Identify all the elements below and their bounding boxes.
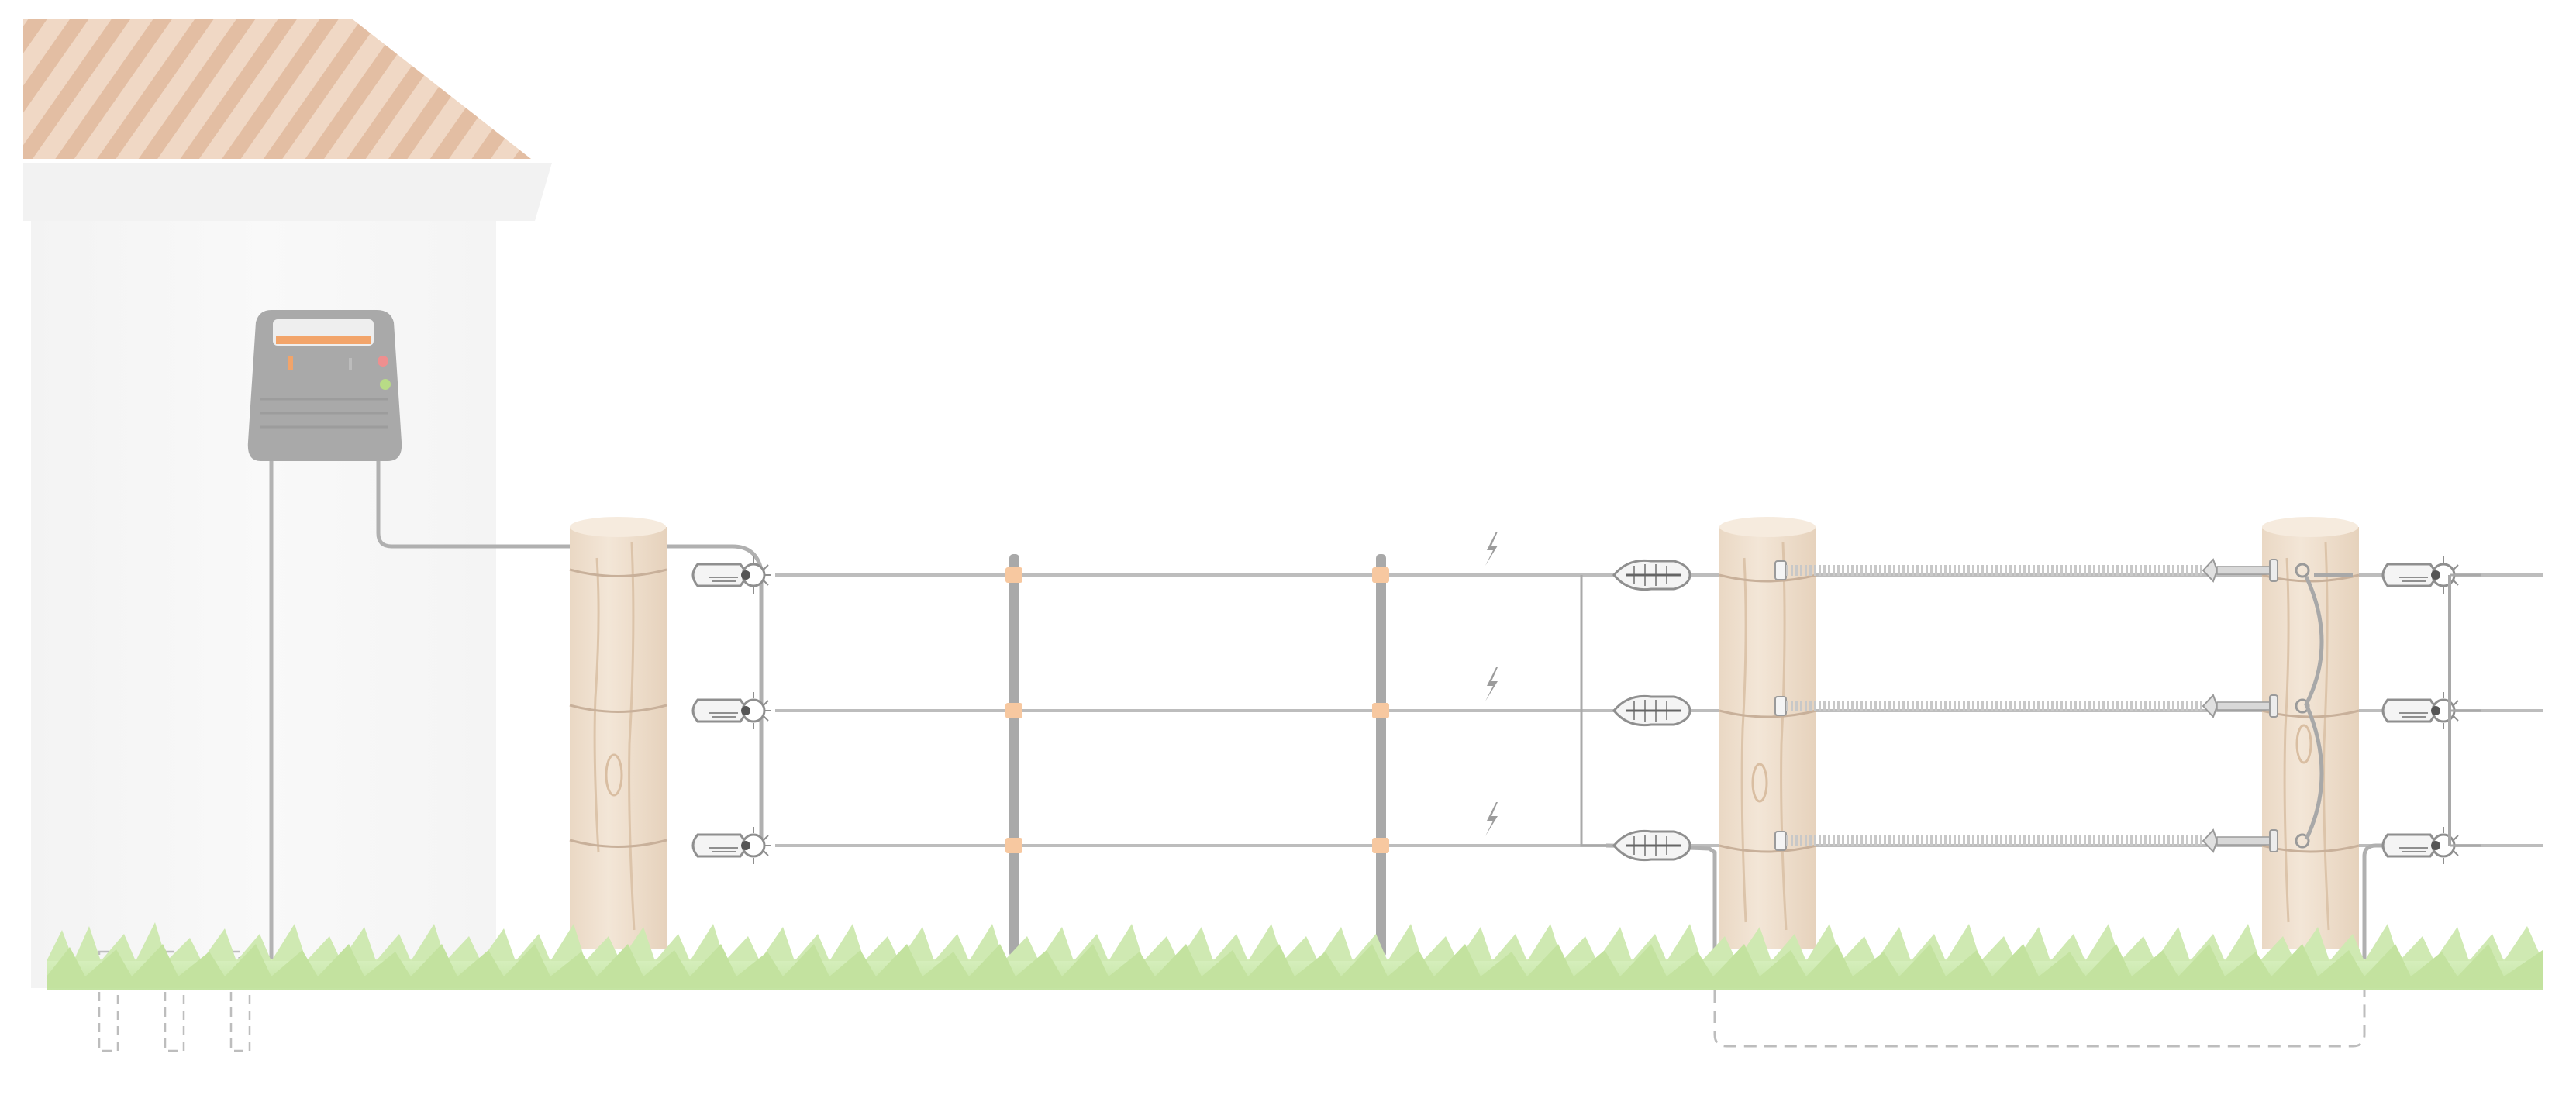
step-in-post	[1005, 554, 1022, 957]
gate-spring	[1774, 828, 2310, 853]
ground-rod	[98, 950, 119, 1052]
strain-insulator	[691, 692, 771, 729]
energizer	[247, 310, 402, 461]
lightning-icon	[1485, 802, 1498, 836]
inline-insulators	[1612, 559, 1691, 862]
gate-post	[2261, 517, 2360, 949]
strain-insulators-post-1	[691, 556, 771, 864]
strain-insulator	[2381, 827, 2461, 864]
gate-post	[1719, 517, 1817, 949]
lightning-icon	[1485, 532, 1498, 566]
strain-insulator	[691, 556, 771, 594]
ground-rod	[229, 950, 251, 1052]
energizer-display	[276, 336, 371, 344]
inline-insulator	[1612, 559, 1691, 591]
lead-out-wire	[376, 461, 764, 847]
roof	[23, 19, 531, 159]
lightning-icon	[1485, 667, 1498, 701]
jumper-wire	[1580, 575, 1612, 847]
gate-spring	[1774, 694, 2310, 718]
inline-insulator	[1612, 694, 1691, 727]
grass	[47, 922, 2543, 990]
ground-rod	[164, 950, 185, 1052]
building	[23, 19, 552, 988]
wooden-post	[569, 517, 667, 949]
gate-jumper	[2304, 575, 2324, 841]
inline-insulator	[1612, 829, 1691, 862]
roof-eave	[23, 163, 552, 221]
step-in-post	[1372, 554, 1389, 957]
gate-springs	[1774, 558, 2310, 853]
strain-insulator	[691, 827, 771, 864]
gate-spring	[1774, 558, 2310, 583]
energizer-led-green	[380, 379, 391, 390]
energizer-led-red	[378, 356, 388, 367]
ground-rods	[98, 950, 251, 1052]
